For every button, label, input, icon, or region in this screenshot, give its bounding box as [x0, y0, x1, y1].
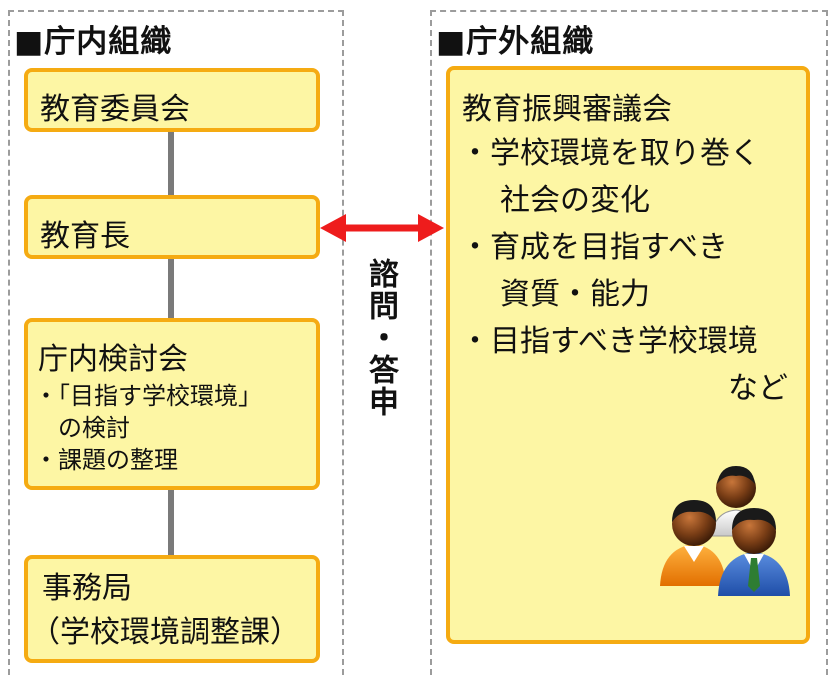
secretariat-subtitle: （学校環境調整課） — [30, 615, 300, 650]
board-of-education-label: 教育委員会 — [40, 92, 190, 127]
promotion-item-1: ・学校環境を取り巻く — [460, 136, 760, 171]
promotion-item-5: ・目指すべき学校環境 — [460, 324, 758, 359]
secretariat-box: 事務局 （学校環境調整課） — [24, 555, 320, 663]
internal-review-council-list: ・「目指す学校環境」 の検討 ・課題の整理 — [34, 380, 262, 476]
superintendent-box: 教育長 — [24, 195, 320, 259]
external-organization-title: ■庁外組織 — [436, 24, 595, 60]
education-promotion-council-title: 教育振興審議会 — [462, 92, 672, 127]
internal-review-council-box: 庁内検討会 ・「目指す学校環境」 の検討 ・課題の整理 — [24, 318, 320, 490]
double-headed-arrow — [320, 214, 444, 242]
superintendent-label: 教育長 — [40, 219, 130, 254]
internal-organization-title: ■庁内組織 — [14, 24, 173, 60]
external-organization-panel: ■庁外組織 — [430, 10, 828, 675]
promotion-item-4: 資質・能力 — [500, 277, 650, 312]
council-item-2: の検討 — [34, 414, 130, 442]
board-of-education-box: 教育委員会 — [24, 68, 320, 132]
people-group-icon — [660, 466, 790, 596]
connector-board-superintendent — [168, 132, 174, 195]
internal-organization-panel: ■庁内組織 — [8, 10, 344, 675]
council-item-3: ・課題の整理 — [34, 446, 178, 474]
promotion-item-6: など — [728, 371, 788, 406]
connector-superintendent-council — [168, 259, 174, 318]
council-item-1: ・「目指す学校環境」 — [34, 382, 262, 410]
promotion-item-3: ・育成を目指すべき — [460, 230, 728, 265]
consultation-report-label: 諮問・答申 — [363, 258, 398, 418]
connector-council-secretariat — [168, 490, 174, 555]
internal-review-council-title: 庁内検討会 — [38, 342, 188, 377]
promotion-council-list: ・学校環境を取り巻く 社会の変化 ・育成を目指すべき 資質・能力 ・目指すべき学… — [460, 130, 788, 412]
secretariat-title: 事務局 — [42, 571, 132, 606]
promotion-item-2: 社会の変化 — [500, 183, 650, 218]
